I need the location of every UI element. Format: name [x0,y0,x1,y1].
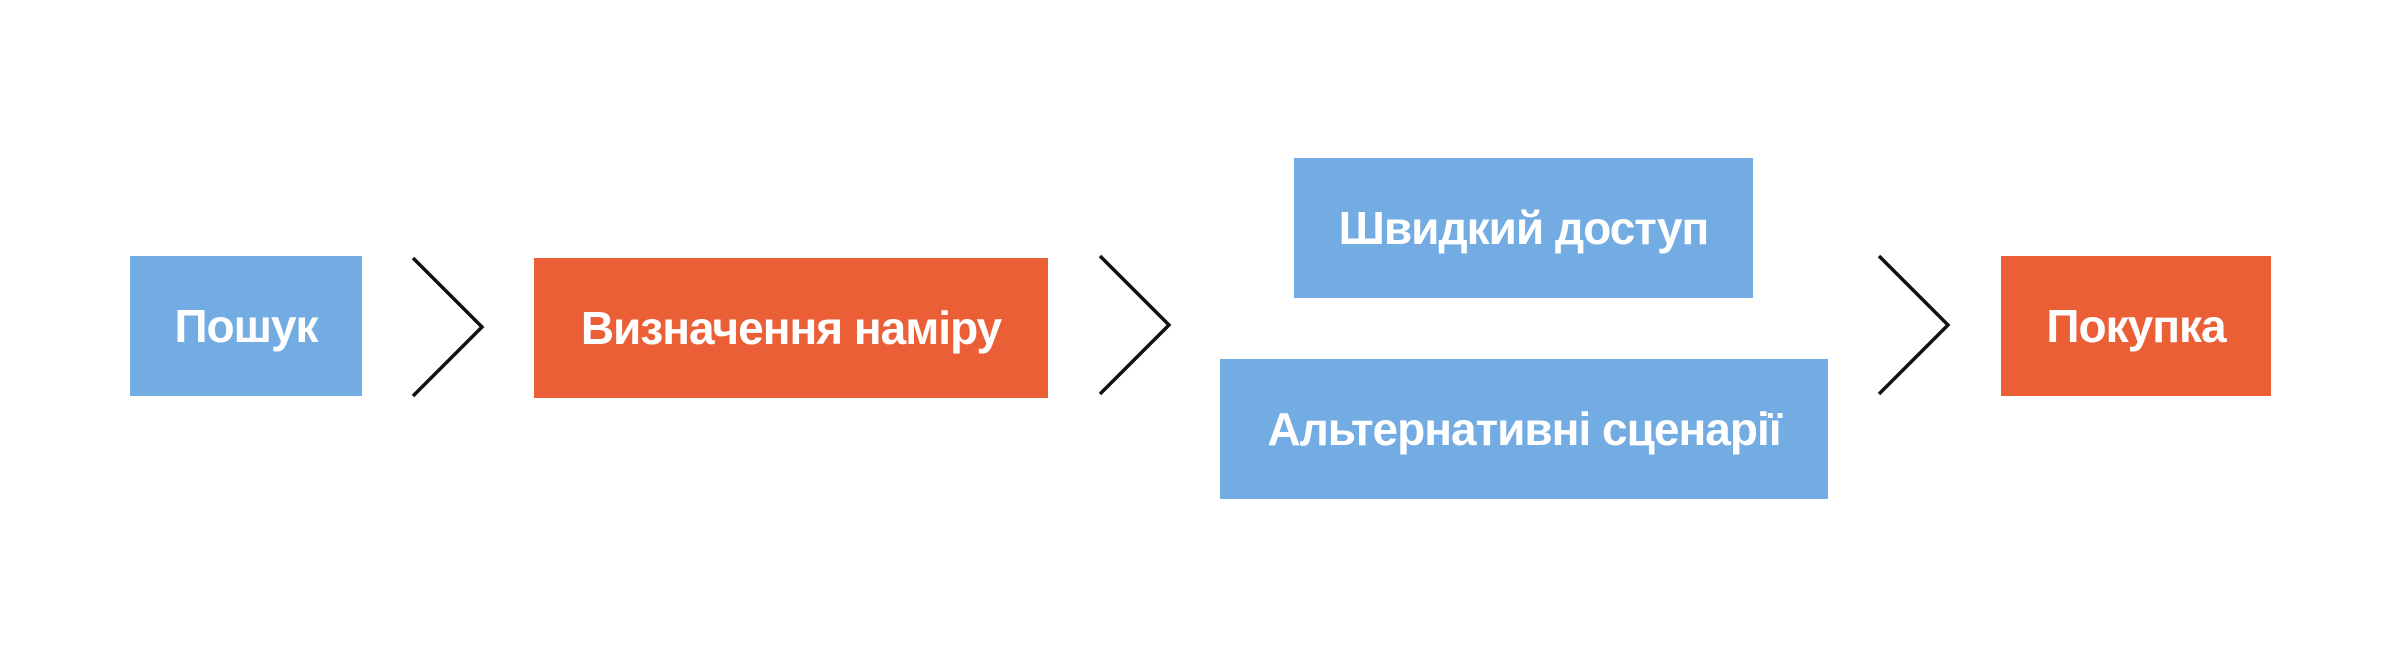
step-quick-access-label: Швидкий доступ [1338,202,1710,254]
step-purchase: Покупка [2001,256,2271,396]
chevron-right-icon [1877,254,1951,396]
step-intent: Визначення наміру [534,258,1048,398]
step-quick-access: Швидкий доступ [1294,158,1753,298]
step-alternative-scenarios: Альтернативні сценарії [1220,359,1828,499]
step-purchase-label: Покупка [2046,300,2226,352]
step-alternative-scenarios-label: Альтернативні сценарії [1267,403,1781,455]
step-intent-label: Визначення наміру [580,302,1002,354]
step-search-label: Пошук [174,300,318,352]
chevron-right-icon [411,256,485,398]
step-search: Пошук [130,256,362,396]
chevron-right-icon [1098,254,1172,396]
